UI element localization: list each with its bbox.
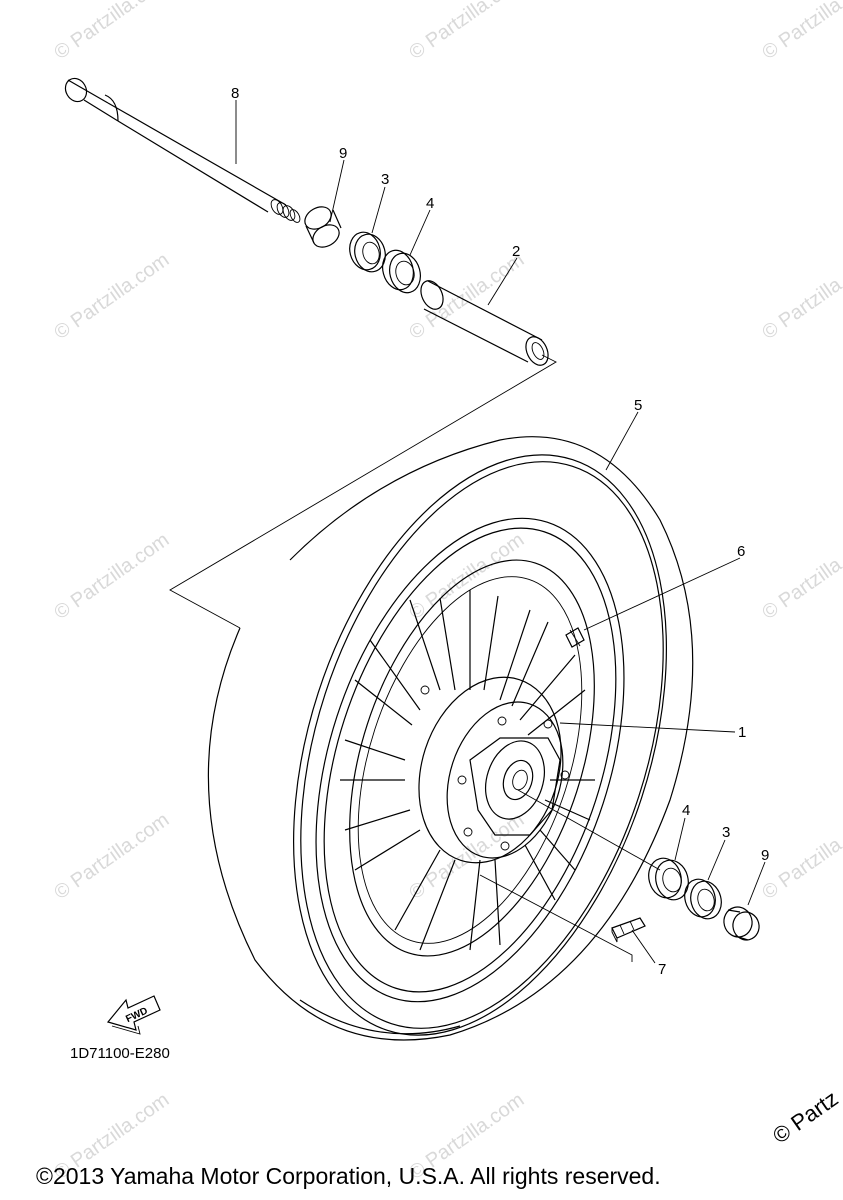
callout-9: 9 <box>761 847 769 864</box>
wheel-hub <box>418 676 570 864</box>
bearing-bottom <box>648 857 689 901</box>
collar-bottom <box>723 906 760 941</box>
assembly-line <box>169 354 557 629</box>
watermark: © Partzilla.com <box>50 0 173 64</box>
watermark: © Partzilla.com <box>50 529 173 624</box>
watermark: © Partzilla.com <box>405 249 528 344</box>
callout-4: 4 <box>426 195 434 212</box>
callout-2: 2 <box>512 243 520 260</box>
callout-8: 8 <box>231 85 239 102</box>
watermark: © Partzilla.com <box>50 249 173 344</box>
callout-3: 3 <box>381 171 389 188</box>
diagram-code: 1D71100-E280 <box>70 1045 170 1062</box>
callout-7: 7 <box>658 961 666 978</box>
air-valve <box>565 627 585 648</box>
callout-3: 3 <box>722 824 730 841</box>
axle-thread <box>270 199 301 223</box>
oil-seal-bottom <box>684 878 722 920</box>
balance-weight <box>611 917 646 943</box>
spacer-tube <box>420 280 549 366</box>
watermark: © Partzilla.com <box>405 0 528 64</box>
copyright-notice: ©2013 Yamaha Motor Corporation, U.S.A. A… <box>36 1163 661 1189</box>
callout-1: 1 <box>738 724 746 741</box>
watermark: © Partzilla.com <box>758 249 843 344</box>
watermark: © Partzilla.com <box>50 809 173 904</box>
callout-9: 9 <box>339 145 347 162</box>
watermark: © Partzilla.com <box>758 529 843 624</box>
callout-4: 4 <box>682 802 690 819</box>
collar-top <box>304 206 342 248</box>
callout-6: 6 <box>737 543 745 560</box>
front-axle <box>64 77 301 223</box>
callout-layer: 8 9 3 4 2 5 6 1 4 3 9 7 <box>231 85 769 978</box>
watermark: © Partzilla.com <box>758 809 843 904</box>
watermark: © Partzilla.com <box>405 809 528 904</box>
wheel-rim <box>315 517 625 1003</box>
bearing-top <box>382 249 421 294</box>
oil-seal-top <box>349 231 386 273</box>
wheel-spokes <box>340 590 595 951</box>
watermark: © Partzilla.com <box>758 0 843 64</box>
callout-5: 5 <box>634 397 642 414</box>
fwd-arrow-icon: FWD <box>106 995 161 1035</box>
leader-lines <box>235 100 766 964</box>
tire <box>207 436 694 1041</box>
